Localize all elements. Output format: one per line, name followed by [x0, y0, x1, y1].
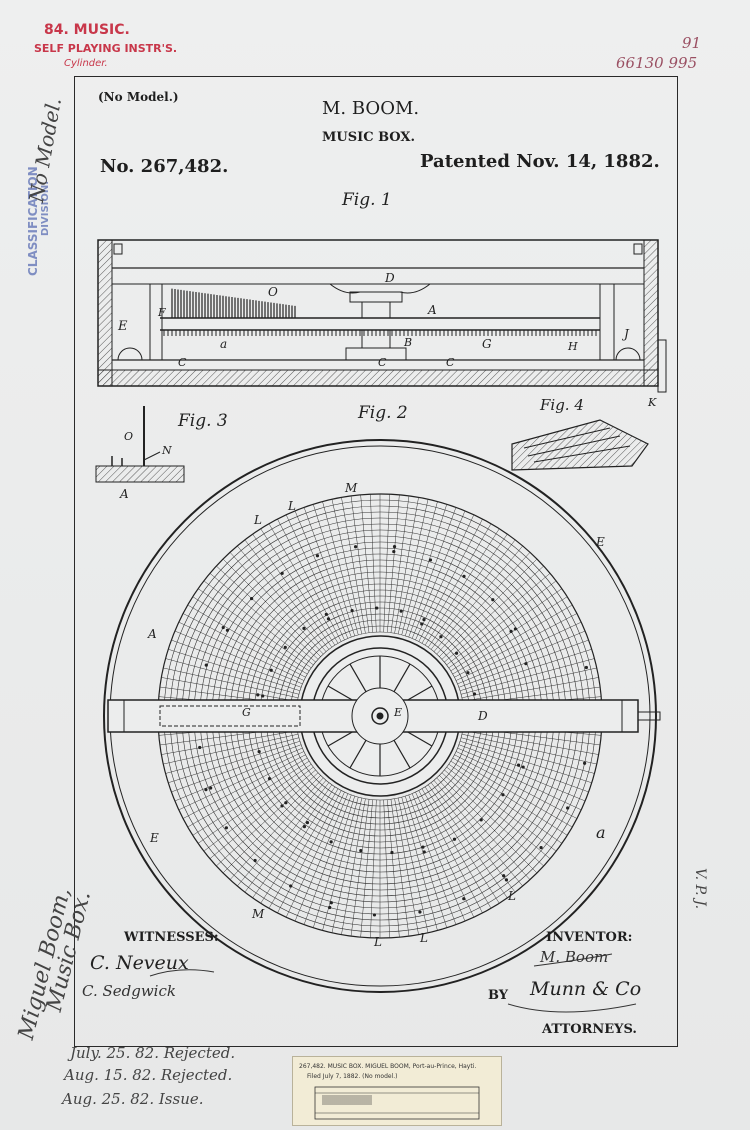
fig3-letter-n: N [161, 444, 172, 457]
patent-number: No. 267,482. [100, 156, 229, 177]
class-number-stamp: 84. MUSIC. [44, 22, 130, 38]
fig2-label: Fig. 2 [357, 403, 408, 423]
attorney-flourish [507, 1003, 637, 1013]
fig3-label: Fig. 3 [177, 411, 228, 431]
fig2-letter-e-hub: E [393, 706, 402, 719]
fig1-letter-a-lower: a [220, 337, 227, 351]
fig2-letter-l-right: L [507, 889, 516, 903]
fig1-letter-f: F [157, 306, 166, 319]
class-sub-stamp: Cylinder. [64, 58, 108, 69]
fig1-letter-k: K [647, 396, 657, 409]
no-model-label: (No Model.) [98, 90, 179, 104]
inventor-signature: M. Boom [540, 948, 609, 966]
attorneys-label: ATTORNEYS. [542, 1022, 637, 1037]
docket-line-2: Aug. 15. 82. Rejected. [64, 1066, 233, 1084]
by-label: BY [488, 988, 509, 1003]
docket-line-3: Aug. 25. 82. Issue. [62, 1090, 204, 1108]
gazette-slip: 267,482. MUSIC BOX. MIGUEL BOOM, Port-au… [292, 1056, 502, 1126]
invention-title: MUSIC BOX. [322, 130, 416, 145]
fig1-letter-c-left: C [178, 356, 187, 369]
patent-date: Patented Nov. 14, 1882. [420, 151, 660, 172]
fig1-letter-e: E [117, 319, 128, 334]
fig2-letter-e-top: E [595, 535, 605, 549]
fig2-letter-l-1: L [253, 513, 262, 527]
ref-top-note: 91 [682, 34, 702, 52]
fig4-label: Fig. 4 [539, 396, 584, 414]
fig1-letter-g: G [482, 337, 492, 351]
fig2-letter-m-top: M [344, 481, 358, 495]
ref-number-note: 66130 995 [616, 54, 698, 72]
inventor-label: INVENTOR: [546, 930, 633, 945]
witness1-flourish [149, 969, 215, 977]
inventor-flourish [533, 953, 613, 967]
drawing-border [74, 76, 678, 1047]
fig1-section [97, 239, 667, 393]
fig2-letter-d: D [477, 709, 488, 723]
fig2-letter-g: G [242, 706, 251, 719]
margin-note-right: V. P. J. [692, 868, 708, 910]
fig3-detail [95, 406, 185, 483]
slip-thumbnail [314, 1086, 480, 1120]
class-name-stamp: SELF PLAYING INSTR'S. [34, 42, 178, 55]
slip-line-1: 267,482. MUSIC BOX. MIGUEL BOOM, Port-au… [299, 1063, 477, 1070]
attorney-signature: Munn & Co [530, 978, 642, 1000]
fig1-letter-b: B [403, 336, 412, 349]
fig2-disc [103, 439, 661, 993]
fig2-letter-a-left: A [147, 627, 157, 641]
fig3-letter-o: O [124, 430, 133, 443]
fig1-letter-a-upper: A [427, 303, 437, 317]
fig1-letter-h: H [567, 340, 578, 353]
slip-line-2: Filed July 7, 1882. (No model.) [307, 1073, 398, 1080]
witness1-signature: C. Neveux [90, 952, 189, 974]
fig2-letter-e-bottom: E [149, 831, 159, 845]
fig2-letter-l-bottom-2: L [419, 931, 428, 945]
fig2-letter-l-2: L [287, 499, 296, 513]
fig1-letter-o: O [268, 285, 278, 299]
fig1-label: Fig. 1 [341, 190, 392, 210]
witness2-signature: C. Sedgwick [82, 982, 176, 1000]
fig2-letter-m-bottom: M [251, 907, 265, 921]
docket-line-1: July. 25. 82. Rejected. [70, 1044, 236, 1062]
fig1-letter-d: D [384, 271, 395, 285]
witnesses-label: WITNESSES: [124, 930, 219, 945]
fig1-letter-j: J [621, 327, 630, 341]
fig3-letter-a: A [119, 487, 129, 501]
fig2-letter-a-right: a [596, 823, 606, 842]
inventor-name-heading: M. BOOM. [322, 98, 420, 119]
fig1-letter-c-mid: C [378, 356, 387, 369]
fig2-letter-l-bottom-1: L [373, 935, 382, 949]
fig4-detail [511, 419, 649, 471]
fig1-letter-c-right: C [446, 356, 455, 369]
fig1-comb-teeth [163, 288, 597, 336]
